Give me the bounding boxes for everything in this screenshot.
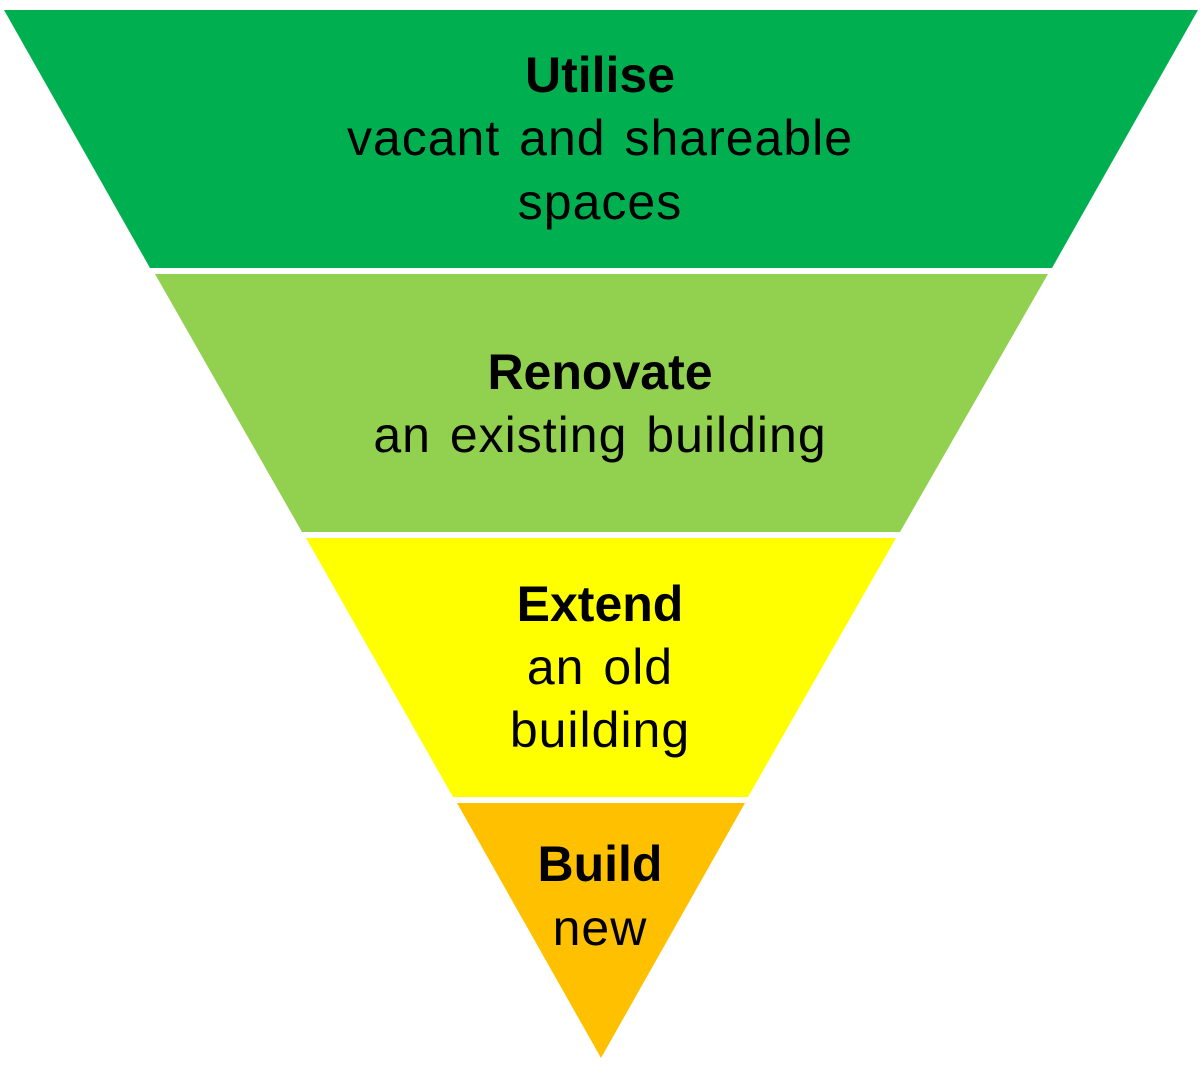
level-utilise-line-1: vacant and shareable [346, 110, 854, 166]
level-extend-line-2: building [509, 702, 691, 758]
level-extend-line-1: an old [526, 639, 674, 695]
level-build-line-1: new [552, 900, 648, 956]
level-renovate-title: Renovate [487, 344, 713, 400]
level-renovate-line-1: an existing building [373, 407, 827, 463]
level-extend-title: Extend [516, 576, 684, 632]
level-renovate-band [155, 274, 1048, 532]
level-build-band [457, 803, 745, 1058]
level-utilise-title: Utilise [524, 47, 676, 103]
level-utilise-band [4, 10, 1198, 268]
level-build-title: Build [537, 836, 663, 892]
level-extend-band [306, 538, 896, 797]
level-utilise-line-2: spaces [517, 174, 683, 230]
